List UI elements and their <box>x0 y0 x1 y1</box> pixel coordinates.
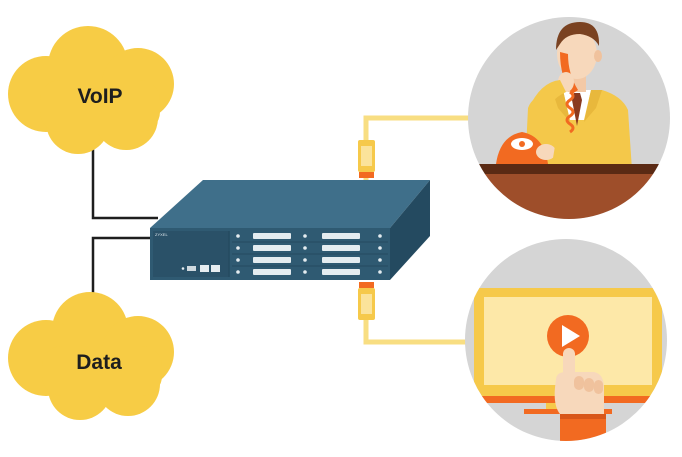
console-port <box>187 266 196 271</box>
video-cable <box>363 318 474 345</box>
tie <box>572 93 582 126</box>
desk-top <box>468 164 670 174</box>
top-cable-connector <box>358 140 375 178</box>
network-switch-icon: ZYXEL <box>150 180 430 280</box>
module-slots <box>228 231 388 277</box>
cloud-icon <box>8 292 174 420</box>
pointing-hand-icon <box>554 348 606 441</box>
user-hair <box>556 22 600 50</box>
usb-port-2 <box>211 265 220 272</box>
bottom-cable-connector <box>358 282 375 320</box>
data-label: Data <box>76 351 122 374</box>
voip-connector-line <box>91 125 158 220</box>
desk <box>468 174 670 219</box>
play-icon <box>547 315 589 357</box>
voip-cloud: VoIP <box>8 26 174 154</box>
device-side <box>390 180 430 280</box>
data-cloud: Data <box>8 292 174 420</box>
voip-label: VoIP <box>77 85 122 108</box>
telephone-user-icon <box>468 17 670 219</box>
device-brand: ZYXEL <box>155 232 168 237</box>
cloud-icon <box>8 26 174 154</box>
black-connectors <box>91 125 158 306</box>
video-screen-icon <box>465 239 667 441</box>
usb-port-1 <box>200 265 209 272</box>
device-top <box>150 180 430 228</box>
phone-cord <box>565 90 575 134</box>
data-connector-line <box>91 236 158 306</box>
